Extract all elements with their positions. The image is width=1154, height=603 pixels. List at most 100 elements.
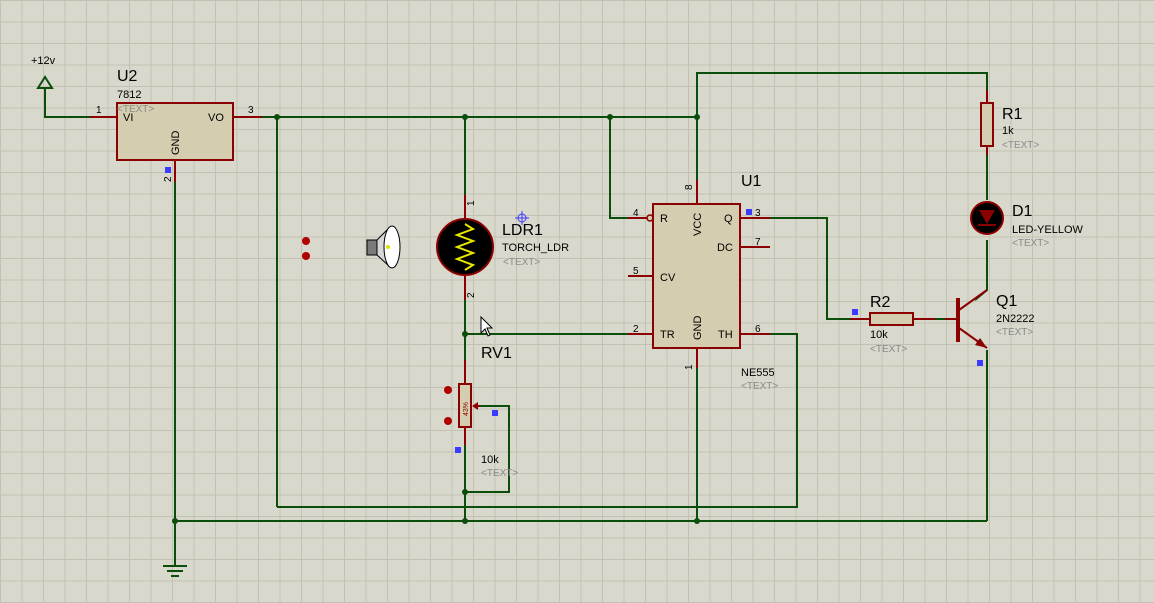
rv1-pin-dot: [444, 386, 452, 394]
q1-ref: Q1: [996, 293, 1017, 310]
wire-top-loop[interactable]: [696, 72, 988, 117]
speaker-membrane-icon: [383, 225, 401, 269]
speaker-pin-dot: [302, 237, 310, 245]
u1-pin6-num: 6: [755, 324, 761, 335]
speaker[interactable]: [302, 225, 401, 269]
q1-transistor[interactable]: Q1 2N2222 <TEXT>: [945, 289, 1035, 366]
u1-text: <TEXT>: [741, 381, 778, 392]
wire-q-r2[interactable]: [770, 217, 850, 320]
d1-text: <TEXT>: [1012, 238, 1049, 249]
u2-ref: U2: [117, 68, 138, 85]
wire-rv1-wiper[interactable]: [465, 405, 510, 493]
u1-pin-cv: CV: [660, 272, 676, 284]
u2-pin2-num: 2: [163, 176, 174, 182]
rv1-value: 10k: [481, 454, 499, 466]
ldr1-pin1-num: 1: [466, 200, 477, 206]
junction: [607, 114, 613, 120]
u2-pin-vi: VI: [123, 112, 133, 124]
junction: [462, 518, 468, 524]
u1-pin-r: R: [660, 213, 668, 225]
ldr1-value: TORCH_LDR: [502, 242, 569, 254]
u1-marker-icon: [746, 209, 752, 215]
speaker-magnet-icon: [366, 239, 378, 256]
power-arrow-icon: [36, 75, 54, 89]
q1-value: 2N2222: [996, 313, 1035, 325]
rv1-percent: 43%: [463, 402, 470, 416]
ldr1-pin2-num: 2: [466, 292, 477, 298]
u2-text: <TEXT>: [117, 104, 154, 115]
wire-th-loop[interactable]: [277, 333, 798, 508]
u1-pin-th: TH: [718, 329, 733, 341]
u1-value: NE555: [741, 367, 775, 379]
r2-ref: R2: [870, 294, 891, 311]
u1-pin-tr: TR: [660, 329, 675, 341]
ldr1-zigzag-icon: [454, 223, 476, 271]
rv1-wiper-arrow-icon: [472, 402, 478, 410]
u1-pin-gnd: GND: [692, 316, 704, 341]
junction: [172, 518, 178, 524]
d1-led[interactable]: D1 LED-YELLOW <TEXT>: [970, 201, 1084, 249]
power-terminal[interactable]: +12v: [31, 55, 56, 89]
q1-marker-icon: [977, 360, 983, 366]
u2-regulator[interactable]: U2 7812 <TEXT> VI VO GND 1 3 2: [90, 68, 262, 182]
r2-value: 10k: [870, 329, 888, 341]
r1-value: 1k: [1002, 125, 1014, 137]
u1-pin8-num: 8: [684, 184, 695, 190]
junctions: [172, 114, 700, 524]
u1-pin2-num: 2: [633, 324, 639, 335]
rv1-body: [458, 383, 472, 428]
ground-symbol-icon: [163, 565, 187, 577]
u2-body: [116, 102, 234, 161]
r2-text: <TEXT>: [870, 344, 907, 355]
wire-reset[interactable]: [609, 117, 628, 219]
rv1-ref: RV1: [481, 345, 512, 362]
rv1-pin-dot: [444, 417, 452, 425]
r1[interactable]: R1 1k <TEXT>: [980, 90, 1039, 155]
d1-value: LED-YELLOW: [1012, 224, 1084, 236]
r1-text: <TEXT>: [1002, 140, 1039, 151]
ldr1[interactable]: LDR1 TORCH_LDR <TEXT> 1 2: [436, 195, 569, 300]
r1-body: [980, 102, 994, 147]
junction: [694, 114, 700, 120]
speaker-center-icon: [386, 245, 390, 249]
q1-text: <TEXT>: [996, 327, 1033, 338]
u2-pin-vo: VO: [208, 112, 224, 124]
u1-pin1-num: 1: [684, 364, 695, 370]
junction: [274, 114, 280, 120]
u1-pin-vcc: VCC: [692, 213, 704, 236]
u1-ref: U1: [741, 173, 762, 190]
rv1-marker-icon: [455, 447, 461, 453]
u1-pin7-num: 7: [755, 237, 761, 248]
power-label: +12v: [31, 55, 56, 67]
mouse-cursor-icon: [480, 315, 494, 337]
wire-power-in[interactable]: [44, 88, 90, 118]
rv1[interactable]: RV1 43% 10k <TEXT>: [444, 345, 518, 479]
junction: [694, 518, 700, 524]
junction: [462, 489, 468, 495]
u1-ne555[interactable]: U1 NE555 <TEXT> R CV TR Q DC TH VCC GND …: [628, 173, 778, 392]
u1-pin-q: Q: [724, 213, 733, 225]
junction: [462, 114, 468, 120]
r1-ref: R1: [1002, 106, 1023, 123]
r2-marker-icon: [852, 309, 858, 315]
u1-pin-dc: DC: [717, 242, 733, 254]
u1-pin4-num: 4: [633, 208, 639, 219]
rv1-marker-icon: [492, 410, 498, 416]
wires: [44, 72, 988, 565]
u1-body: [652, 203, 741, 349]
u2-pin-gnd: GND: [170, 131, 182, 156]
ldr1-ref: LDR1: [502, 222, 543, 239]
u2-pin1-num: 1: [96, 105, 102, 116]
junction: [462, 331, 468, 337]
ldr1-text: <TEXT>: [503, 257, 540, 268]
r2[interactable]: R2 10k <TEXT>: [850, 294, 935, 355]
crosshair-icon: [515, 211, 529, 225]
d1-triangle-icon: [979, 210, 995, 224]
ldr1-body-icon: [436, 218, 494, 276]
rv1-text: <TEXT>: [481, 468, 518, 479]
u1-pin3-num: 3: [755, 208, 761, 219]
d1-ref: D1: [1012, 203, 1033, 220]
r2-body: [869, 312, 914, 326]
